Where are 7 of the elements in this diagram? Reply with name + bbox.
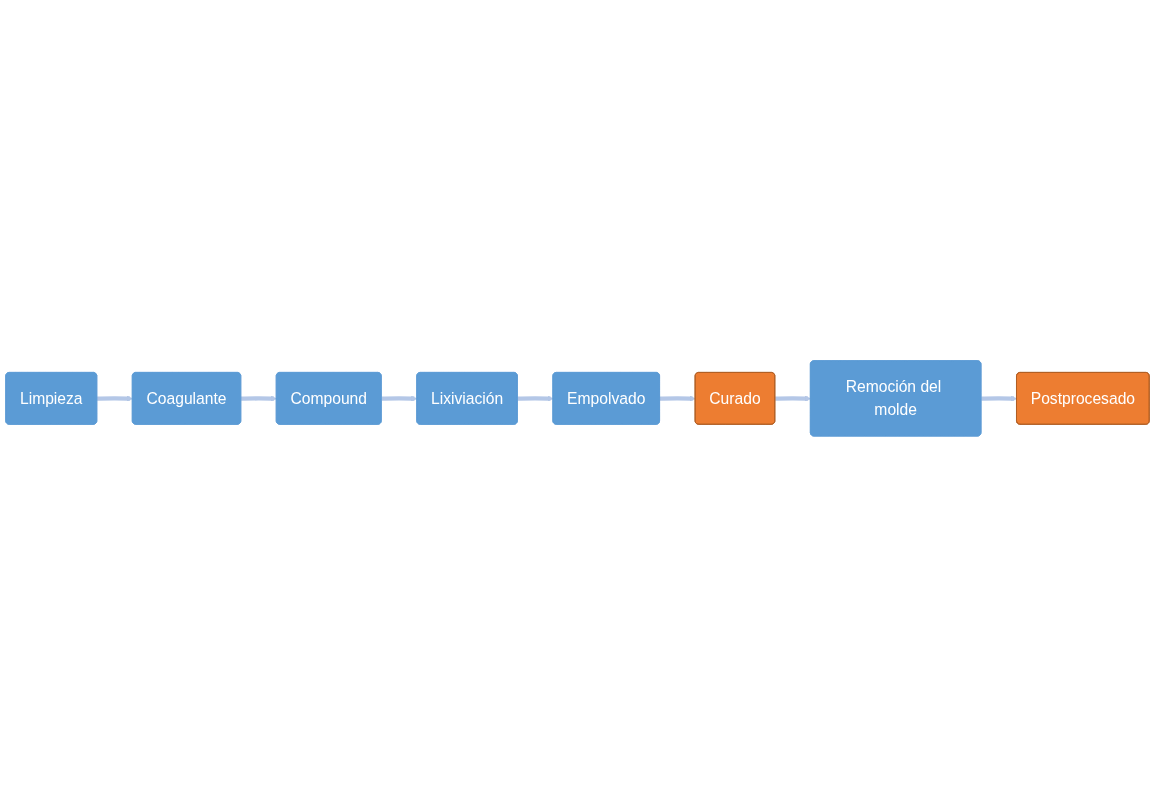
arrow xyxy=(981,395,1018,402)
arrow xyxy=(517,395,554,402)
arrow xyxy=(659,395,696,402)
arrow xyxy=(241,395,277,402)
arrow xyxy=(381,395,418,402)
arrow xyxy=(775,395,811,402)
arrow xyxy=(97,395,133,402)
